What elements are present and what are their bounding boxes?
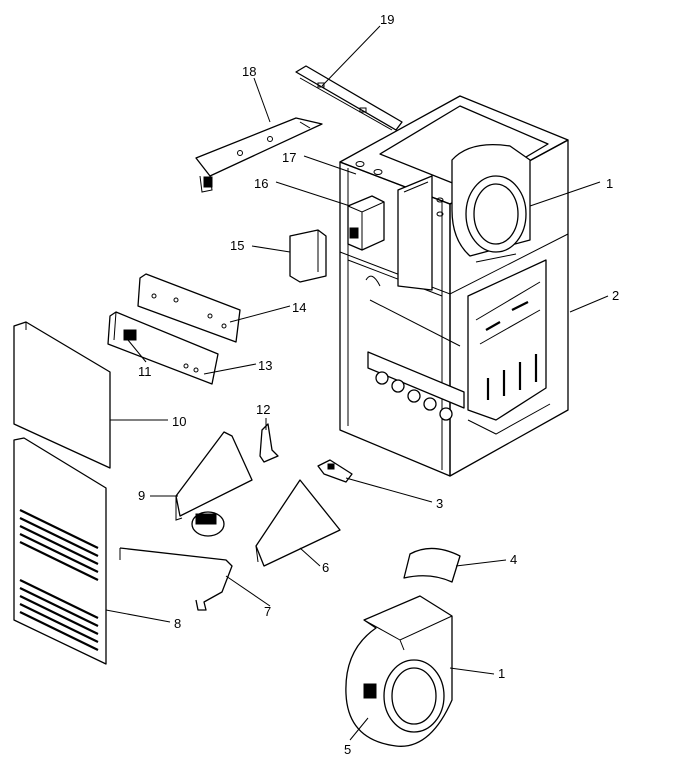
- callout-17: 17: [282, 150, 296, 165]
- part-8-louver-door: [13, 437, 107, 665]
- part-15-plate: [289, 229, 327, 283]
- callout-10: 10: [172, 414, 186, 429]
- callout-1-bottom: 1: [498, 666, 505, 681]
- callout-12: 12: [256, 402, 270, 417]
- callout-7: 7: [264, 604, 271, 619]
- part-6-bracket: [255, 479, 341, 567]
- part-12-clip: [259, 423, 279, 463]
- callout-11: 11: [138, 364, 152, 379]
- callout-2: 2: [612, 288, 619, 303]
- callout-14: 14: [292, 300, 306, 315]
- part-1-blower: [345, 595, 453, 747]
- callout-5: 5: [344, 742, 351, 757]
- callout-8: 8: [174, 616, 181, 631]
- callout-19: 19: [380, 12, 394, 27]
- part-14-panel: [137, 273, 241, 343]
- part-7-rod: [119, 511, 233, 611]
- part-16-control: [347, 195, 385, 251]
- callout-labels: 19 18 17 16 1 15 2 14 13 11 12 10 9 3 4 …: [138, 12, 619, 757]
- callout-18: 18: [242, 64, 256, 79]
- callout-16: 16: [254, 176, 268, 191]
- part-4-shield: [403, 547, 461, 583]
- part-13-bracket: [107, 311, 219, 385]
- callout-4: 4: [510, 552, 517, 567]
- furnace-cabinet: [339, 95, 569, 477]
- part-9-bracket: [175, 431, 253, 521]
- part-19-top-rail: [295, 65, 403, 131]
- callout-3: 3: [436, 496, 443, 511]
- callout-9: 9: [138, 488, 145, 503]
- part-3-bracket: [317, 459, 353, 483]
- callout-13: 13: [258, 358, 272, 373]
- leader-lines: [105, 25, 609, 741]
- callout-6: 6: [322, 560, 329, 575]
- callout-1-top: 1: [606, 176, 613, 191]
- callout-15: 15: [230, 238, 244, 253]
- part-18-bracket: [195, 117, 323, 193]
